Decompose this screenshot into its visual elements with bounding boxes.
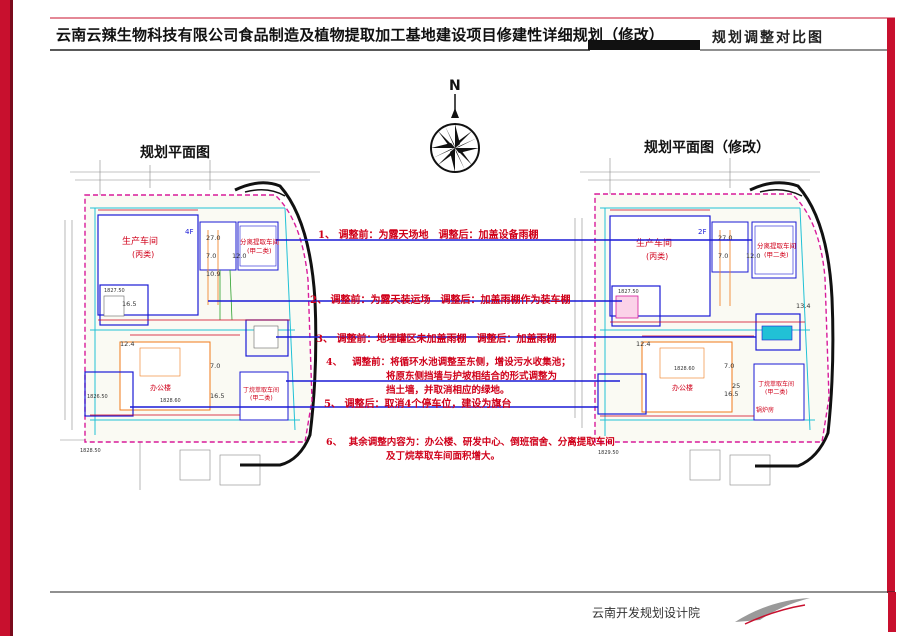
logo-swoosh bbox=[735, 598, 810, 622]
page-subtitle: 规划调整对比图 bbox=[712, 30, 824, 46]
svg-text:12.4: 12.4 bbox=[636, 340, 650, 348]
note-1: 1、 调整前：为露天场地 调整后：加盖设备雨棚 bbox=[318, 230, 539, 241]
floor-4f-label: 4F bbox=[185, 228, 193, 236]
svg-text:(丙类): (丙类) bbox=[646, 251, 668, 261]
svg-text:13.4: 13.4 bbox=[796, 302, 810, 310]
left-site-plan: 生产车间 (丙类) 4F 分离提取车间 (甲二类) 办公楼 丁烷萃取车间 (甲二… bbox=[60, 160, 320, 490]
note-3: 3、 调整前：地埋罐区未加盖雨棚 调整后：加盖雨棚 bbox=[316, 334, 557, 345]
butane-workshop-label: 丁烷萃取车间 bbox=[243, 386, 279, 394]
svg-text:2F: 2F bbox=[698, 228, 706, 236]
svg-text:25: 25 bbox=[732, 382, 740, 390]
svg-text:16.5: 16.5 bbox=[122, 300, 136, 308]
north-compass-icon: N bbox=[430, 78, 480, 173]
svg-text:27.0: 27.0 bbox=[206, 234, 220, 242]
svg-text:1828.60: 1828.60 bbox=[160, 398, 181, 404]
footer-org: 云南开发规划设计院 bbox=[592, 606, 701, 620]
butane-workshop-label-revised: 丁烷萃取车间 bbox=[758, 380, 794, 388]
note-4: 4、 调整前：将循环水池调整至东侧，增设污水收集池； 将原东侧挡墙与护坡相结合的… bbox=[326, 357, 571, 396]
page-title: 云南云辣生物科技有限公司食品制造及植物提取加工基地建设项目修建性详细规划（修改） bbox=[56, 26, 665, 44]
svg-text:1829.50: 1829.50 bbox=[598, 450, 619, 456]
svg-text:(甲二类): (甲二类) bbox=[764, 250, 789, 259]
svg-text:12.0: 12.0 bbox=[746, 252, 760, 260]
right-plan-title: 规划平面图（修改） bbox=[644, 140, 770, 156]
production-class-label: (丙类) bbox=[132, 249, 154, 259]
production-workshop-label: 生产车间 bbox=[122, 235, 158, 247]
note-6: 6、 其余调整内容为：办公楼、研发中心、倒班宿舍、分离提取车间 及丁烷萃取车间面… bbox=[326, 437, 615, 462]
svg-text:12.0: 12.0 bbox=[232, 252, 246, 260]
compass-label: N bbox=[449, 78, 461, 94]
left-plan-title: 规划平面图 bbox=[140, 145, 210, 161]
note-2: 2、 调整前：为露天装运场 调整后：加盖雨棚作为装车棚 bbox=[310, 295, 571, 306]
butane-class-label: (甲二类) bbox=[250, 394, 273, 402]
svg-text:16.5: 16.5 bbox=[724, 390, 738, 398]
svg-text:1827.50: 1827.50 bbox=[104, 288, 125, 294]
svg-text:1828.60: 1828.60 bbox=[674, 366, 695, 372]
extraction-workshop-label: 分离提取车间 bbox=[240, 237, 279, 246]
svg-text:1828.50: 1828.50 bbox=[80, 448, 101, 454]
svg-text:7.0: 7.0 bbox=[724, 362, 734, 370]
svg-text:1827.50: 1827.50 bbox=[618, 289, 639, 295]
office-label: 办公楼 bbox=[150, 383, 171, 392]
svg-text:16.5: 16.5 bbox=[210, 392, 224, 400]
svg-text:7.0: 7.0 bbox=[718, 252, 728, 260]
boiler-room-label: 锅炉房 bbox=[756, 406, 774, 414]
right-site-plan: 生产车间 (丙类) 2F 分离提取车间 (甲二类) 办公楼 丁烷萃取车间 (甲二… bbox=[574, 158, 835, 486]
office-label-revised: 办公楼 bbox=[672, 383, 693, 392]
svg-text:7.0: 7.0 bbox=[210, 362, 220, 370]
extraction-class-label: (甲二类) bbox=[247, 246, 272, 255]
svg-text:1826.50: 1826.50 bbox=[87, 394, 108, 400]
svg-text:27.0: 27.0 bbox=[718, 234, 732, 242]
svg-text:(甲二类): (甲二类) bbox=[765, 388, 788, 396]
note-5: 5、 调整后：取消4个停车位，建设为旗台 bbox=[324, 399, 512, 410]
svg-text:10.9: 10.9 bbox=[206, 270, 220, 278]
extraction-workshop-label-revised: 分离提取车间 bbox=[757, 241, 796, 250]
svg-text:7.0: 7.0 bbox=[206, 252, 216, 260]
svg-text:12.4: 12.4 bbox=[120, 340, 134, 348]
